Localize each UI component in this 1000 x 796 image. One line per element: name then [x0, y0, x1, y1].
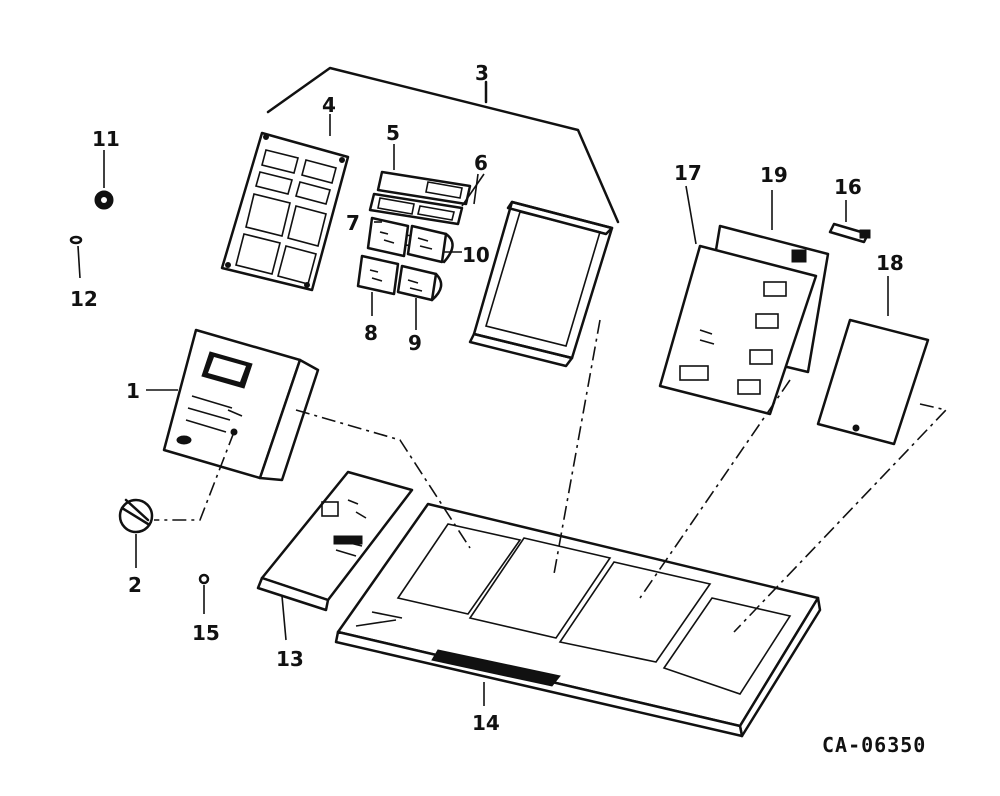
callout-3: 3	[475, 61, 489, 85]
assembly-lines	[295, 319, 948, 633]
callout-2: 2	[128, 573, 142, 597]
leader-lines	[77, 114, 889, 706]
screw-12	[69, 235, 83, 245]
cluster-housing-1	[162, 328, 320, 482]
knob-11	[94, 190, 114, 210]
callout-4: 4	[322, 93, 336, 117]
gauge-9	[396, 264, 443, 302]
gauge-7	[366, 216, 410, 258]
callout-15: 15	[192, 621, 220, 645]
bulb-16	[828, 222, 871, 244]
callout-9: 9	[408, 331, 422, 355]
callout-10: 10	[462, 243, 490, 267]
screw-15	[198, 573, 210, 585]
callout-labels: 3 4 5 6 7 10 8 9 11 12 1 2 15 13 14 17 1…	[70, 61, 926, 757]
gauge-8	[356, 254, 400, 296]
callout-7: 7	[346, 211, 360, 235]
knob-2	[118, 498, 154, 534]
callout-11: 11	[92, 127, 120, 151]
reference-code: CA-06350	[822, 733, 926, 757]
callout-13: 13	[276, 647, 304, 671]
callout-8: 8	[364, 321, 378, 345]
callout-1: 1	[126, 379, 140, 403]
circuit-board-17	[658, 244, 818, 416]
lens-strip-6	[368, 192, 464, 226]
callout-14: 14	[472, 711, 500, 735]
callout-19: 19	[760, 163, 788, 187]
group-bracket-3	[266, 66, 620, 224]
instrument-housing	[468, 200, 614, 368]
callout-17: 17	[674, 161, 702, 185]
callout-6: 6	[474, 151, 488, 175]
callout-16: 16	[834, 175, 862, 199]
base-tray-14	[334, 502, 822, 738]
callout-5: 5	[386, 121, 400, 145]
switch-panel-13	[256, 470, 414, 612]
callout-18: 18	[876, 251, 904, 275]
cover-18	[816, 318, 930, 446]
callout-12: 12	[70, 287, 98, 311]
gauge-10	[406, 224, 454, 264]
gauge-panel-4	[220, 131, 350, 292]
leader-knob	[154, 431, 235, 521]
